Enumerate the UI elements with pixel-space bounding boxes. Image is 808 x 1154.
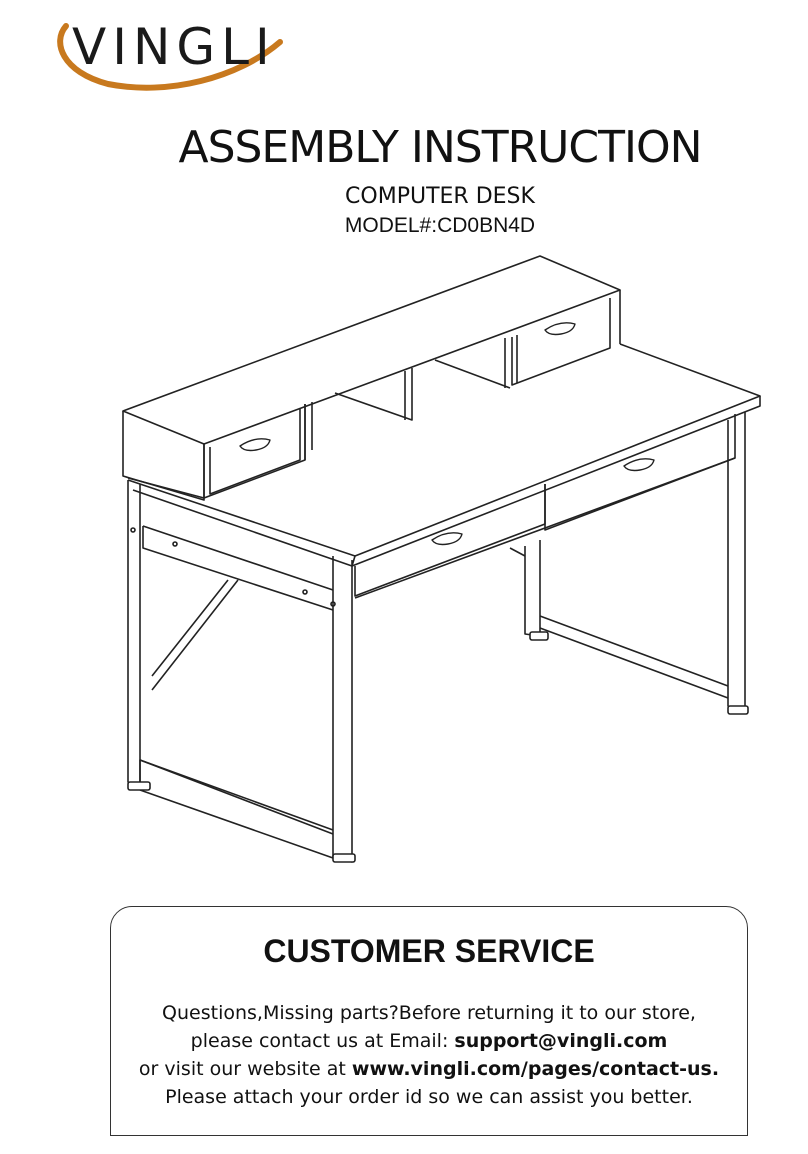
customer-service-heading: CUSTOMER SERVICE xyxy=(263,933,595,969)
hutch xyxy=(122,255,621,501)
customer-service-box: CUSTOMER SERVICE Questions,Missing parts… xyxy=(110,906,748,1136)
support-email-link[interactable]: support@vingli.com xyxy=(454,1030,668,1052)
left-frame xyxy=(127,480,353,863)
vingli-logo xyxy=(57,23,283,91)
email-label: please contact us at Email: xyxy=(190,1030,455,1052)
model-number: MODEL#:CD0BN4D xyxy=(344,214,536,237)
service-line-3: or visit our website at www.vingli.com/p… xyxy=(111,1055,747,1083)
customer-service-text: Questions,Missing parts?Before returning… xyxy=(111,999,747,1111)
service-line-1: Questions,Missing parts?Before returning… xyxy=(162,1002,696,1024)
drawer-pulls xyxy=(239,322,655,546)
logo-text: VINGLI xyxy=(72,18,276,76)
desk-illustration xyxy=(122,255,761,863)
page-title: ASSEMBLY INSTRUCTION xyxy=(178,122,702,173)
service-line-2: please contact us at Email: support@ving… xyxy=(111,1027,747,1055)
website-label: or visit our website at xyxy=(138,1058,352,1080)
main-drawers xyxy=(354,414,736,599)
desktop xyxy=(127,343,761,567)
logo-swoosh xyxy=(57,23,283,91)
product-subtitle: COMPUTER DESK xyxy=(345,184,535,209)
service-line-4: Please attach your order id so we can as… xyxy=(165,1086,693,1108)
feet xyxy=(127,631,749,863)
right-frame xyxy=(509,412,746,711)
website-link[interactable]: www.vingli.com/pages/contact-us. xyxy=(351,1058,720,1080)
